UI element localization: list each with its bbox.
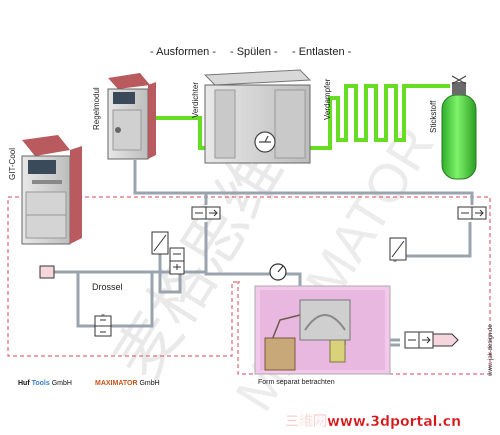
regelmodul-unit: [107, 73, 156, 160]
step-spuelen: - Spülen -: [230, 46, 278, 58]
form-caption: Form separat betrachten: [258, 379, 335, 386]
system-boundary: [7, 196, 491, 375]
valve-middle-left: [169, 247, 185, 275]
verdampfer-label: Verdampfer: [323, 78, 332, 120]
git-cool-label: GIT-Cool: [8, 148, 17, 180]
company-huf: Huf Tools GmbH: [18, 380, 72, 387]
site-logo: 三维网www.3dportal.cn: [285, 413, 461, 430]
valve-lower-left: [94, 315, 112, 337]
company-maximator: MAXIMATOR GmbH: [95, 380, 160, 387]
valve-top-left: [191, 206, 221, 220]
regelmodul-label: Regelmodul: [92, 87, 101, 130]
drossel-label: Drossel: [92, 282, 123, 292]
pressure-gauge: [269, 263, 287, 281]
stickstoff-label: Stickstoff: [429, 100, 438, 133]
step-entlasten: - Entlasten -: [292, 46, 352, 58]
git-cool-unit: [21, 135, 82, 245]
valve-right: [404, 331, 459, 349]
verdichter-label: Verdichter: [191, 82, 200, 118]
nitrogen-cylinder: [441, 75, 477, 180]
vertical-url: www. jak-design.de: [488, 324, 494, 377]
step-ausformen: - Ausformen -: [150, 46, 216, 58]
verdichter-unit: [203, 69, 312, 164]
switch-left-diagonal: [153, 234, 167, 252]
switch-right-diagonal: [391, 240, 405, 258]
valve-top-right: [457, 206, 487, 220]
mold-assembly: [254, 285, 391, 375]
silencer-left: [39, 265, 55, 279]
